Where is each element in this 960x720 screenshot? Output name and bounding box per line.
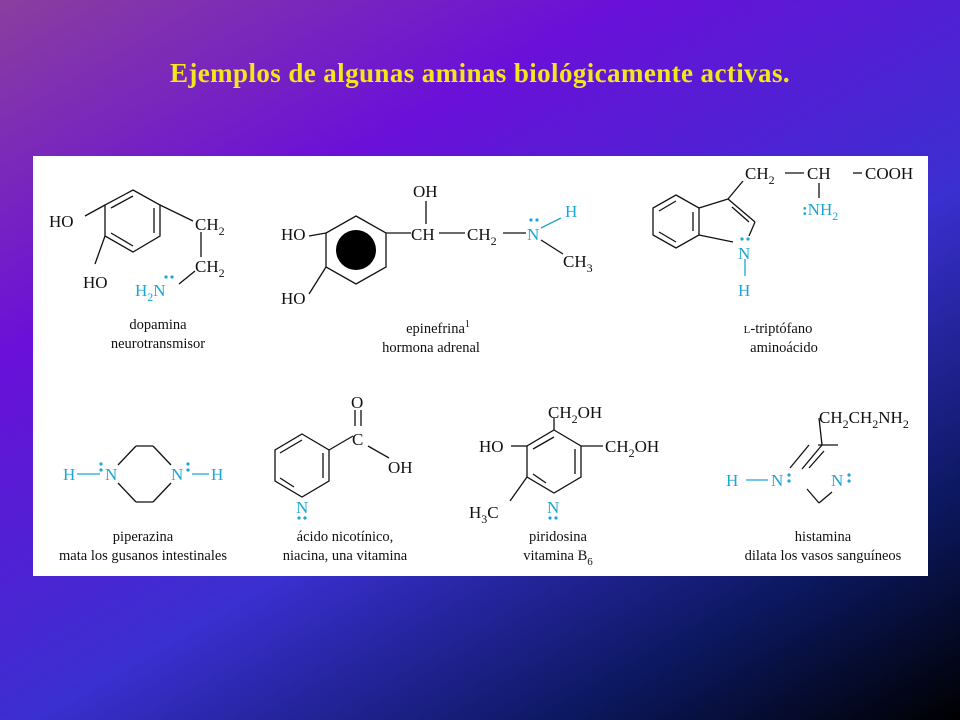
piperazine-n-left: N [105, 465, 117, 484]
svg-text:H3C: H3C [469, 503, 499, 526]
piperazine-h-right: H [211, 465, 223, 484]
dopamine-name: dopamina [129, 317, 187, 333]
histamine-h: H [726, 471, 738, 490]
histamine-n-left: N [771, 471, 783, 490]
epinephrine-ch: CH [411, 225, 435, 244]
epinephrine-ho-top: HO [281, 225, 306, 244]
pyridoxine-name: piridosina [529, 529, 588, 545]
nicotinic-c: C [352, 430, 363, 449]
molecules-panel: HO HO CH2 CH2 H2N dopamina neurotransmis… [33, 156, 928, 576]
dopamine-ch2-bottom: CH [195, 257, 219, 276]
tryptophan-role: aminoácido [750, 340, 818, 356]
molecule-histamine: CH2CH2NH2 H N N histamina dilata los vas… [726, 408, 909, 564]
svg-text:CH2: CH2 [195, 215, 225, 238]
histamine-n-right: N [831, 471, 843, 490]
molecules-diagram: HO HO CH2 CH2 H2N dopamina neurotransmis… [49, 164, 913, 568]
svg-text:vitamina B6: vitamina B6 [523, 548, 593, 568]
dopamine-role: neurotransmisor [111, 336, 205, 352]
pyridoxine-n: N [547, 498, 559, 517]
molecule-piperazine: H N N H piperazina mata los gusanos inte… [59, 445, 227, 564]
pyridoxine-ho: HO [479, 437, 504, 456]
piperazine-n-right: N [171, 465, 183, 484]
tryptophan-nh2: NH [808, 200, 833, 219]
pyridoxine-ch2oh-right: CH [605, 437, 629, 456]
svg-text:CH2OH: CH2OH [548, 403, 602, 426]
svg-text:CH2CH2NH2: CH2CH2NH2 [819, 408, 909, 431]
dopamine-ho-top: HO [49, 212, 74, 231]
pyridoxine-role: vitamina B [523, 548, 587, 564]
svg-text:CH3: CH3 [563, 252, 593, 275]
piperazine-role: mata los gusanos intestinales [59, 548, 227, 564]
tryptophan-cooh: COOH [865, 164, 913, 183]
epinephrine-ho-bottom: HO [281, 289, 306, 308]
piperazine-h-left: H [63, 465, 75, 484]
epinephrine-oh: OH [413, 182, 438, 201]
svg-text:L-triptófano: L-triptófano [744, 321, 813, 337]
molecule-nicotinic-acid: O C OH N ácido nicotínico, niacina, una … [274, 393, 413, 564]
tryptophan-ch2: CH [745, 164, 769, 183]
epinephrine-role: hormona adrenal [382, 340, 480, 356]
svg-text:CH2: CH2 [745, 164, 775, 187]
epinephrine-name: epinefrina [406, 321, 465, 337]
svg-text:CH2: CH2 [467, 225, 497, 248]
epinephrine-n: N [527, 225, 539, 244]
histamine-chain: CH [819, 408, 843, 427]
dopamine-amine: H2N [135, 281, 166, 304]
svg-text:CH2OH: CH2OH [605, 437, 659, 460]
epinephrine-ch2: CH [467, 225, 491, 244]
slide-title: Ejemplos de algunas aminas biológicament… [169, 58, 790, 88]
histamine-role: dilata los vasos sanguíneos [745, 548, 902, 564]
nicotinic-name: ácido nicotínico, [297, 529, 394, 545]
nicotinic-role: niacina, una vitamina [283, 548, 408, 564]
tryptophan-n: N [738, 244, 750, 263]
dopamine-ho-bottom: HO [83, 273, 108, 292]
svg-text::NH2: :NH2 [802, 200, 838, 223]
svg-text:epinefrina1: epinefrina1 [406, 319, 470, 337]
tryptophan-h: H [738, 281, 750, 300]
pyridoxine-ch2oh-top: CH [548, 403, 572, 422]
nicotinic-oh: OH [388, 458, 413, 477]
molecule-tryptophan: CH2 CH COOH :NH2 N H L-triptófano aminoá… [652, 164, 913, 356]
tryptophan-name: -triptófano [750, 321, 812, 337]
molecule-epinephrine: OH HO HO CH CH2 N H CH3 epinefrina1 horm… [281, 182, 593, 356]
molecule-dopamine: HO HO CH2 CH2 H2N dopamina neurotransmis… [49, 189, 225, 352]
piperazine-name: piperazina [113, 529, 174, 545]
dopamine-ch2-top: CH [195, 215, 219, 234]
epinephrine-ch3: CH [563, 252, 587, 271]
nicotinic-n: N [296, 498, 308, 517]
histamine-name: histamina [795, 529, 852, 545]
tryptophan-prefix: L [744, 324, 751, 336]
nicotinic-o: O [351, 393, 363, 412]
tryptophan-ch: CH [807, 164, 831, 183]
epinephrine-h: H [565, 202, 577, 221]
molecule-pyridoxine: CH2OH CH2OH HO H3C N piridosina vitamina… [469, 403, 659, 568]
pyridoxine-h3c: H [469, 503, 481, 522]
svg-text:CH2: CH2 [195, 257, 225, 280]
